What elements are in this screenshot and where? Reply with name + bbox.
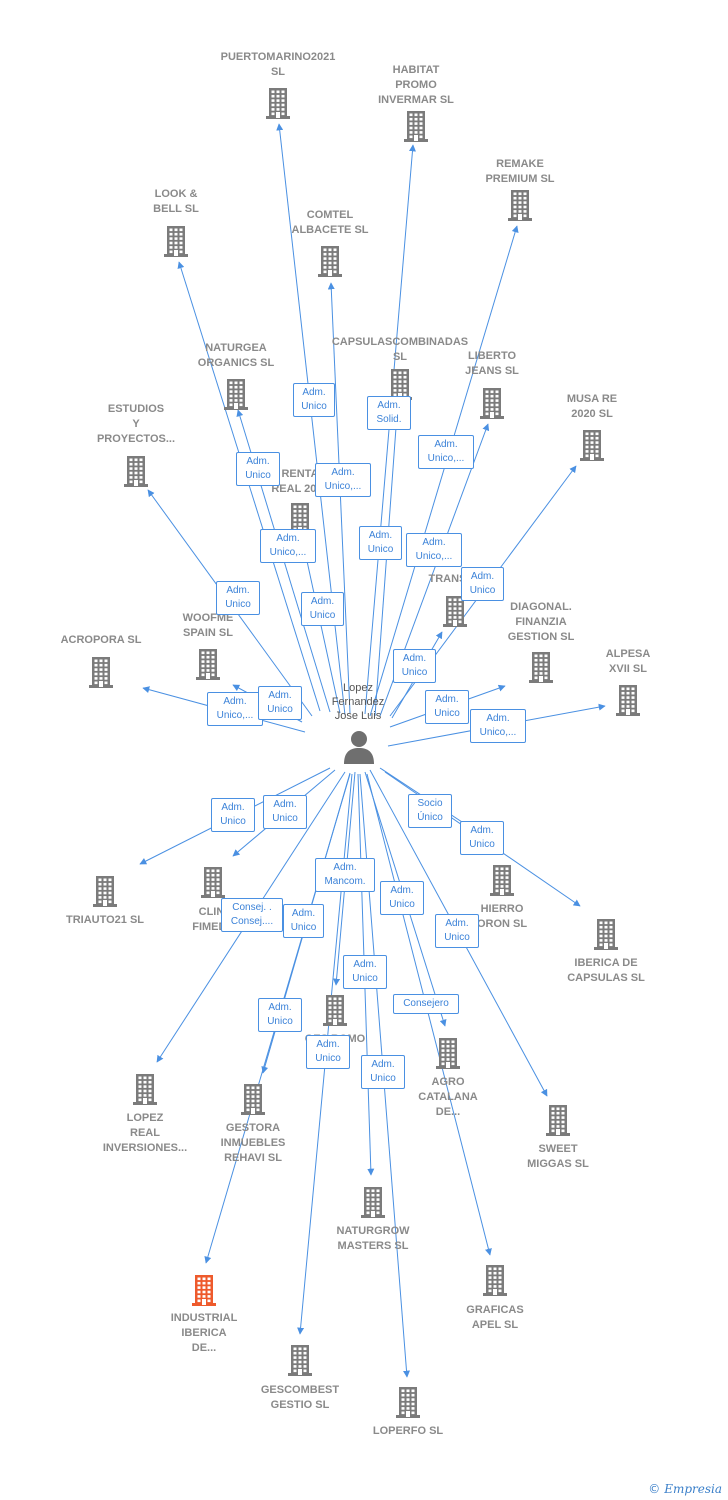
building-icon <box>88 873 122 912</box>
building-icon <box>128 1071 162 1110</box>
relation-label: Adm. Unico <box>435 914 479 948</box>
company-label: GESTORA INMUEBLES REHAVI SL <box>220 1122 286 1164</box>
company-label: TRANSTO <box>428 573 482 585</box>
company-label: TRIAUTO21 SL <box>65 914 145 926</box>
relation-label: Adm. Unico,... <box>418 435 474 469</box>
person-name: Lopez Fernandez Jose Luis <box>331 682 385 722</box>
company-label: IBERICA DE CAPSULAS SL <box>567 957 645 984</box>
company-label: ACROPORA SL <box>60 634 142 646</box>
relation-label: Adm. Unico,... <box>207 692 263 726</box>
building-icon <box>356 1184 390 1223</box>
building-icon <box>475 385 509 424</box>
person-node[interactable] <box>341 730 377 769</box>
company-label: SWEET MIGGAS SL <box>527 1143 589 1170</box>
company-label: PUERTOMARINO2021 SL <box>220 51 336 78</box>
company-label: NATURGEA ORGANICS SL <box>197 342 275 369</box>
company-label: HABITAT PROMO INVERMAR SL <box>378 64 454 106</box>
building-icon <box>84 654 118 693</box>
building-icon <box>478 1262 512 1301</box>
building-icon <box>191 646 225 685</box>
company-label: LOOK & BELL SL <box>153 188 199 215</box>
building-icon <box>219 376 253 415</box>
company-label: CAPSULASCOMBINADAS SL <box>331 336 469 363</box>
relation-label: Adm. Unico <box>425 690 469 724</box>
building-icon <box>485 862 519 901</box>
building-icon <box>187 1272 221 1311</box>
company-label: AGRO CATALANA DE... <box>418 1076 478 1118</box>
building-icon <box>261 85 295 124</box>
building-icon <box>438 593 472 632</box>
company-label: ESTUDIOS Y PROYECTOS... <box>96 403 176 445</box>
relation-label: Adm. Unico <box>301 592 344 626</box>
company-label: WOOFME SPAIN SL <box>182 612 234 639</box>
relation-label: Adm. Unico <box>380 881 424 915</box>
building-icon <box>575 427 609 466</box>
relation-label: Adm. Unico,... <box>406 533 462 567</box>
building-icon <box>611 682 645 721</box>
footer-brand[interactable]: ©Empresia <box>648 1482 722 1496</box>
company-label: LIBERTO JEANS SL <box>465 350 519 377</box>
relation-label: Consej. . Consej.... <box>221 898 283 932</box>
person-icon <box>344 731 374 764</box>
edge-lookbell <box>177 261 321 712</box>
building-icon <box>431 1035 465 1074</box>
relation-label: Adm. Unico <box>393 649 436 683</box>
relation-label: Adm. Unico <box>216 581 260 615</box>
relation-label: Adm. Unico <box>293 383 335 417</box>
company-label: ALPESA XVII SL <box>605 648 651 675</box>
relation-label: Adm. Unico <box>359 526 402 560</box>
building-icon <box>391 1384 425 1423</box>
company-label: REMAKE PREMIUM SL <box>485 158 555 185</box>
relation-label: Adm. Unico <box>343 955 387 989</box>
building-icon <box>541 1102 575 1141</box>
building-icon <box>318 992 352 1031</box>
company-label: LOPERFO SL <box>372 1425 444 1437</box>
building-icon <box>119 453 153 492</box>
relation-label: Socio Único <box>408 794 452 828</box>
company-label: GRAFICAS APEL SL <box>466 1304 524 1331</box>
company-label: MUSA RE 2020 SL <box>566 393 618 420</box>
relation-label: Adm. Unico <box>258 998 302 1032</box>
company-label: COMTEL ALBACETE SL <box>291 209 369 236</box>
relation-label: Adm. Mancom. <box>315 858 375 892</box>
relation-label: Adm. Unico,... <box>470 709 526 743</box>
brand-name: Empresia <box>664 1482 722 1496</box>
relation-label: Adm. Unico <box>283 904 324 938</box>
company-label: INDUSTRIAL IBERICA DE... <box>170 1312 238 1354</box>
company-label: HIERRO ORON SL <box>476 903 528 930</box>
relation-label: Adm. Unico <box>460 821 504 855</box>
relation-label: Adm. Unico <box>306 1035 350 1069</box>
relation-label: Adm. Unico,... <box>260 529 316 563</box>
copyright-symbol: © <box>648 1482 661 1496</box>
relation-label: Adm. Unico <box>211 798 255 832</box>
building-icon <box>524 649 558 688</box>
company-label: NATURGROW MASTERS SL <box>336 1225 410 1252</box>
company-label: LOPEZ REAL INVERSIONES... <box>102 1112 188 1154</box>
building-icon <box>313 243 347 282</box>
relation-label: Adm. Solid. <box>367 396 411 430</box>
company-label: GESCOMBEST GESTIO SL <box>260 1384 340 1411</box>
building-icon <box>283 1342 317 1381</box>
building-icon <box>236 1081 270 1120</box>
relation-label: Adm. Unico <box>461 567 504 601</box>
building-icon <box>196 864 230 903</box>
relation-label: Adm. Unico <box>258 686 302 720</box>
building-icon <box>399 108 433 147</box>
building-icon <box>589 916 623 955</box>
relation-label: Consejero <box>393 994 459 1014</box>
company-label: RENTA REAL 2020 <box>271 468 328 495</box>
building-icon <box>503 187 537 226</box>
edge-remake <box>369 225 519 717</box>
relation-label: Adm. Unico <box>361 1055 405 1089</box>
relation-label: Adm. Unico <box>236 452 280 486</box>
relation-label: Adm. Unico,... <box>315 463 371 497</box>
company-label: DIAGONAL. FINANZIA GESTION SL <box>507 601 575 643</box>
edge-graficas <box>366 773 492 1256</box>
edge-comtel <box>327 282 351 714</box>
building-icon <box>159 223 193 262</box>
relation-label: Adm. Unico <box>263 795 307 829</box>
